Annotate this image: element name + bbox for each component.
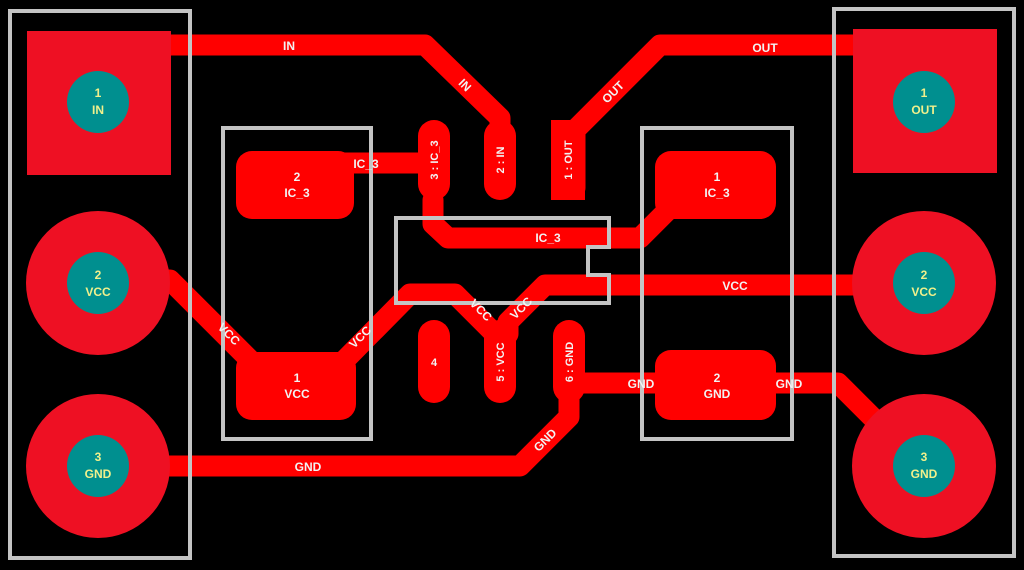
drill-left-3 [67,435,129,497]
net-label-gnd-cap-right: GND [776,377,803,391]
connector-right-pad-2-net: VCC [911,285,937,299]
connector-left-pad-2-net: VCC [85,285,111,299]
connector-right-pad-1-number: 1 [921,86,928,100]
drill-right-2 [893,252,955,314]
ic-pin-2[interactable] [484,120,516,200]
capacitor-left-pad-2-number: 2 [294,170,301,184]
ic-pin-5[interactable] [484,320,516,403]
ic-pin-4-label: 4 [431,357,438,369]
ic-pin-4[interactable] [418,320,450,403]
capacitor-right-pad-2[interactable] [655,350,776,420]
connector-right-pad-3-net: GND [911,467,938,481]
drill-left-2 [67,252,129,314]
silk-connector-right [832,7,1016,558]
capacitor-right-pad-1[interactable] [655,151,776,219]
connector-left-pad-1-net: IN [92,103,104,117]
drill-right-1 [893,71,955,133]
ic-pin-3[interactable] [418,120,450,200]
capacitor-left-pad-2-net: IC_3 [284,186,310,200]
ic-pin-2-label: 2 : IN [495,147,507,174]
connector-left-pad-3-number: 3 [95,450,102,464]
capacitor-right-pad-2-number: 2 [714,371,721,385]
silkscreen [8,7,1016,560]
silk-capacitor-left [221,126,373,441]
connector-right-pad-2-number: 2 [921,268,928,282]
capacitor-right-pad-1-number: 1 [714,170,721,184]
connector-right-pad-1-net: OUT [911,103,937,117]
net-label-ic3-cap: IC_3 [353,157,379,171]
connector-left-pad-1-number: 1 [95,86,102,100]
ic-pin-3-label: 3 : IC_3 [429,140,441,179]
capacitor-left-pad-1-number: 1 [294,371,301,385]
drill-right-3 [893,435,955,497]
capacitor-pad-labels: 2 IC_3 1 VCC 1 IC_3 2 GND [284,170,730,401]
connector-left-pad-3-net: GND [85,467,112,481]
ic-pin-1[interactable] [551,120,585,200]
pad-labels: 1 IN 2 VCC 3 GND 1 OUT 2 VCC 3 GND [85,86,938,481]
net-label-in-top: IN [283,39,295,53]
capacitor-left-pad-1-net: VCC [284,387,310,401]
silk-ic-body [394,216,611,305]
ic-pin-1-label: 1 : OUT [563,140,575,179]
connector-left-pad-2-number: 2 [95,268,102,282]
connector-right-pad-3-number: 3 [921,450,928,464]
ic-pin-6-label: 6 : GND [564,342,576,382]
net-label-ic3-middle: IC_3 [535,231,561,245]
ic-pin-labels: 3 : IC_3 2 : IN 1 : OUT 4 5 : VCC 6 : GN… [429,140,576,382]
pads [26,29,997,538]
silk-capacitor-right [640,126,794,441]
capacitor-right-pad-1-net: IC_3 [704,186,730,200]
net-label-gnd-cap-left: GND [628,377,655,391]
net-label-out-top: OUT [752,41,778,55]
capacitor-right-pad-2-net: GND [704,387,731,401]
drill-left-1 [67,71,129,133]
capacitor-left-pad-2[interactable] [236,151,354,219]
net-label-vcc-right: VCC [722,279,748,293]
ic-pin-6[interactable] [553,320,585,403]
silk-connector-left [8,9,192,560]
capacitor-left-pad-1[interactable] [236,352,356,420]
ic-pin-5-label: 5 : VCC [495,342,507,381]
net-label-gnd-bottom: GND [295,460,322,474]
